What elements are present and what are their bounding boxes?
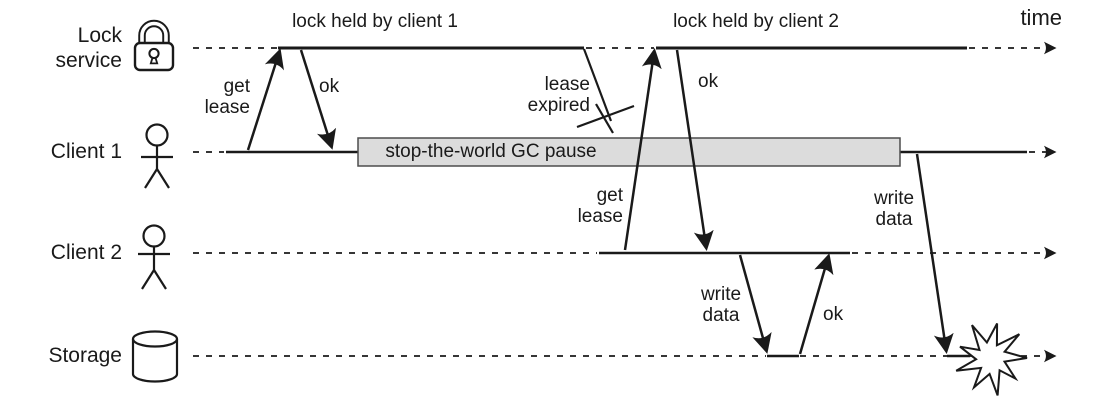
database-icon bbox=[131, 330, 179, 383]
arrow-storage-ok bbox=[798, 253, 834, 355]
arrow-c1-get-lease bbox=[246, 48, 284, 151]
explosion-icon bbox=[955, 323, 1028, 396]
gc-pause-label: stop-the-world GC pause bbox=[385, 141, 597, 162]
actor-label-client1: Client 1 bbox=[50, 140, 122, 163]
person-icon bbox=[141, 123, 173, 189]
time-axis-label: time bbox=[1020, 5, 1062, 30]
actor-label-lock-service: Lock service bbox=[55, 24, 122, 72]
c2-write-data-label: write data bbox=[700, 284, 742, 326]
message-arrows bbox=[246, 48, 834, 355]
gc-pause-box bbox=[357, 137, 901, 167]
arrow-ok-to-c2 bbox=[675, 49, 714, 251]
lease-expired-mark bbox=[576, 48, 635, 134]
c1-get-lease-label: get lease bbox=[204, 76, 250, 118]
lease-expired-label: lease expired bbox=[527, 74, 590, 116]
lock-held-client1-label: lock held by client 1 bbox=[292, 11, 458, 32]
arrow-c2-get-lease bbox=[623, 48, 662, 251]
c2-ok-label: ok bbox=[698, 71, 719, 92]
arrow-c2-write-data bbox=[738, 254, 772, 354]
padlock-icon bbox=[133, 19, 175, 72]
c2-get-lease-label: get lease bbox=[577, 185, 623, 227]
arrow-c1-write-data bbox=[915, 153, 954, 354]
c1-ok-label: ok bbox=[319, 76, 340, 97]
actor-label-storage: Storage bbox=[48, 344, 122, 367]
actor-label-client2: Client 2 bbox=[50, 241, 122, 264]
arrow-ok-to-c1 bbox=[299, 49, 337, 150]
storage-ok-label: ok bbox=[823, 304, 844, 325]
c1-write-data-label: write data bbox=[873, 188, 915, 230]
person-icon bbox=[138, 224, 170, 290]
lock-held-client2-label: lock held by client 2 bbox=[673, 11, 839, 32]
